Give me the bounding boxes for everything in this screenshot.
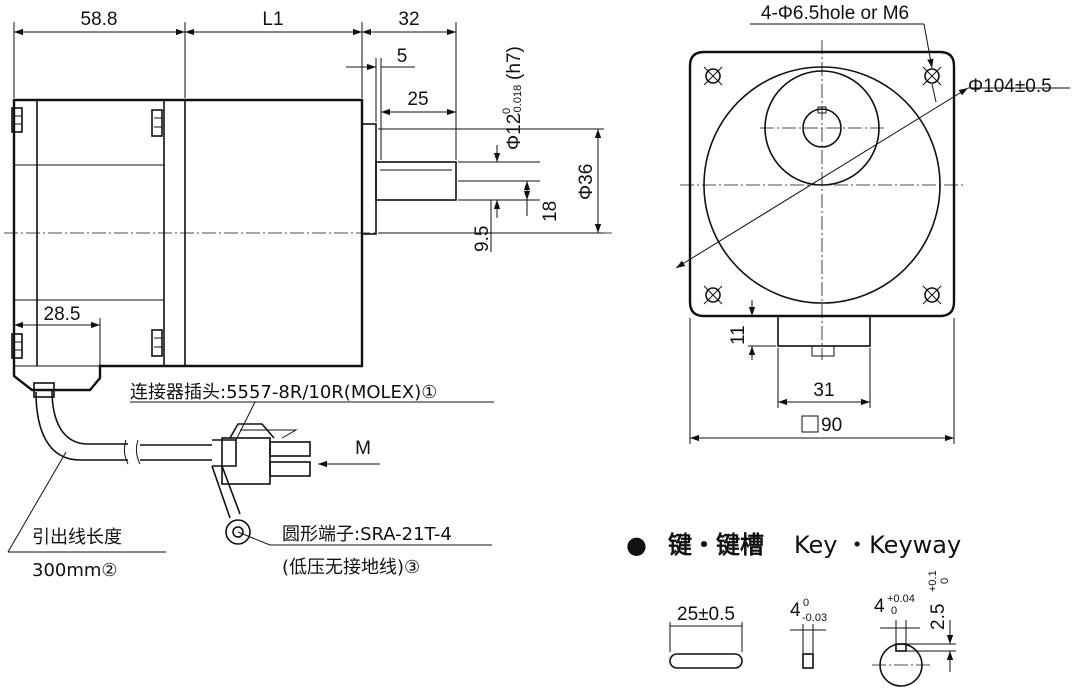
dim-l1: L1	[262, 9, 283, 30]
slot-depth-tol-upper: +0.1	[927, 570, 939, 592]
dim-18: 18	[540, 201, 561, 222]
key-width: 4	[790, 600, 801, 621]
connector-label: 连接器插头:5557-8R/10R(MOLEX)①	[130, 382, 437, 403]
cable-exit	[777, 315, 871, 347]
dim-28-5: 28.5	[44, 304, 81, 325]
dim-phi12-tol-lower: -0.018	[512, 85, 524, 116]
key-end-view	[802, 653, 814, 669]
hole-label: 4-Φ6.5hole or M6	[761, 3, 909, 24]
key-length: 25±0.5	[677, 604, 735, 625]
mounting-hole-icon	[703, 66, 723, 86]
front-view: 4-Φ6.5hole or M6 Φ104±0.5 11 31 90	[675, 3, 1070, 444]
screw-icon	[151, 329, 163, 357]
dim-58-8: 58.8	[81, 9, 118, 30]
motor-body	[12, 98, 364, 392]
ring-wire	[211, 465, 241, 519]
key-title-en: Key ・Keyway	[794, 531, 961, 559]
key-side-view	[669, 653, 743, 669]
dim-25: 25	[407, 89, 428, 110]
hole-leader	[923, 23, 934, 69]
key-width-tol-upper: 0	[803, 597, 809, 609]
side-view: 58.8 L1 32 5 25 Φ12 0 -0.018 (h7) 18 9.5	[4, 9, 612, 581]
key-section: ● 键・键槽 Key ・Keyway 25±0.5 4 0 -0.03 4 +0…	[626, 531, 961, 687]
slot-depth: 2.5	[928, 604, 949, 630]
ring-leader	[237, 531, 271, 546]
mounting-hole-icon	[922, 285, 942, 305]
key-width-tol-lower: -0.03	[802, 612, 827, 624]
mounting-hole-icon	[922, 66, 942, 86]
slot-width-tol-upper: +0.04	[887, 593, 915, 605]
dim-line-phi104	[675, 87, 969, 269]
dim-phi12-fit: (h7)	[504, 46, 525, 80]
m-label: M	[355, 438, 371, 459]
lead-label: 引出线长度	[32, 527, 122, 548]
dim-9-5: 9.5	[472, 226, 493, 252]
ring-terminal	[225, 519, 251, 545]
mounting-hole-icon	[703, 285, 723, 305]
connector-leader	[235, 401, 256, 441]
flange-square	[688, 50, 956, 318]
square-symbol-icon	[801, 415, 819, 433]
lead-leader	[7, 451, 67, 553]
dim-phi104: Φ104±0.5	[968, 76, 1052, 97]
lead-wire-2	[140, 444, 212, 461]
dim-phi36: Φ36	[576, 164, 597, 200]
dim-90: 90	[821, 415, 842, 436]
dim-5: 5	[397, 46, 408, 67]
cable-exit-tab	[811, 346, 835, 357]
dim-phi12: Φ12	[504, 114, 525, 150]
key-bullet: ●	[626, 531, 647, 559]
dim-32: 32	[398, 9, 419, 30]
lead-wire	[35, 389, 128, 461]
slot-depth-tol-lower: 0	[939, 578, 951, 584]
screw-icon	[11, 107, 23, 133]
screw-icon	[11, 333, 23, 359]
lead-length: 300mm②	[32, 560, 118, 581]
connector-plug	[212, 423, 311, 485]
screw-icon	[151, 109, 163, 137]
dim-phi12-tol-upper: 0	[501, 108, 513, 114]
wire-break	[123, 439, 141, 465]
dim-31: 31	[813, 380, 834, 401]
dim-11: 11	[728, 325, 749, 345]
motor-shaft	[375, 161, 457, 201]
ring-note: (低压无接地线)③	[282, 557, 420, 578]
front-flange	[361, 123, 377, 235]
ring-label: 圆形端子:SRA-21T-4	[282, 524, 452, 545]
slot-width-tol-lower: 0	[891, 605, 897, 617]
slot-width: 4	[874, 596, 885, 617]
key-title-cn: 键・键槽	[668, 531, 764, 559]
wire-grommet	[33, 382, 55, 398]
